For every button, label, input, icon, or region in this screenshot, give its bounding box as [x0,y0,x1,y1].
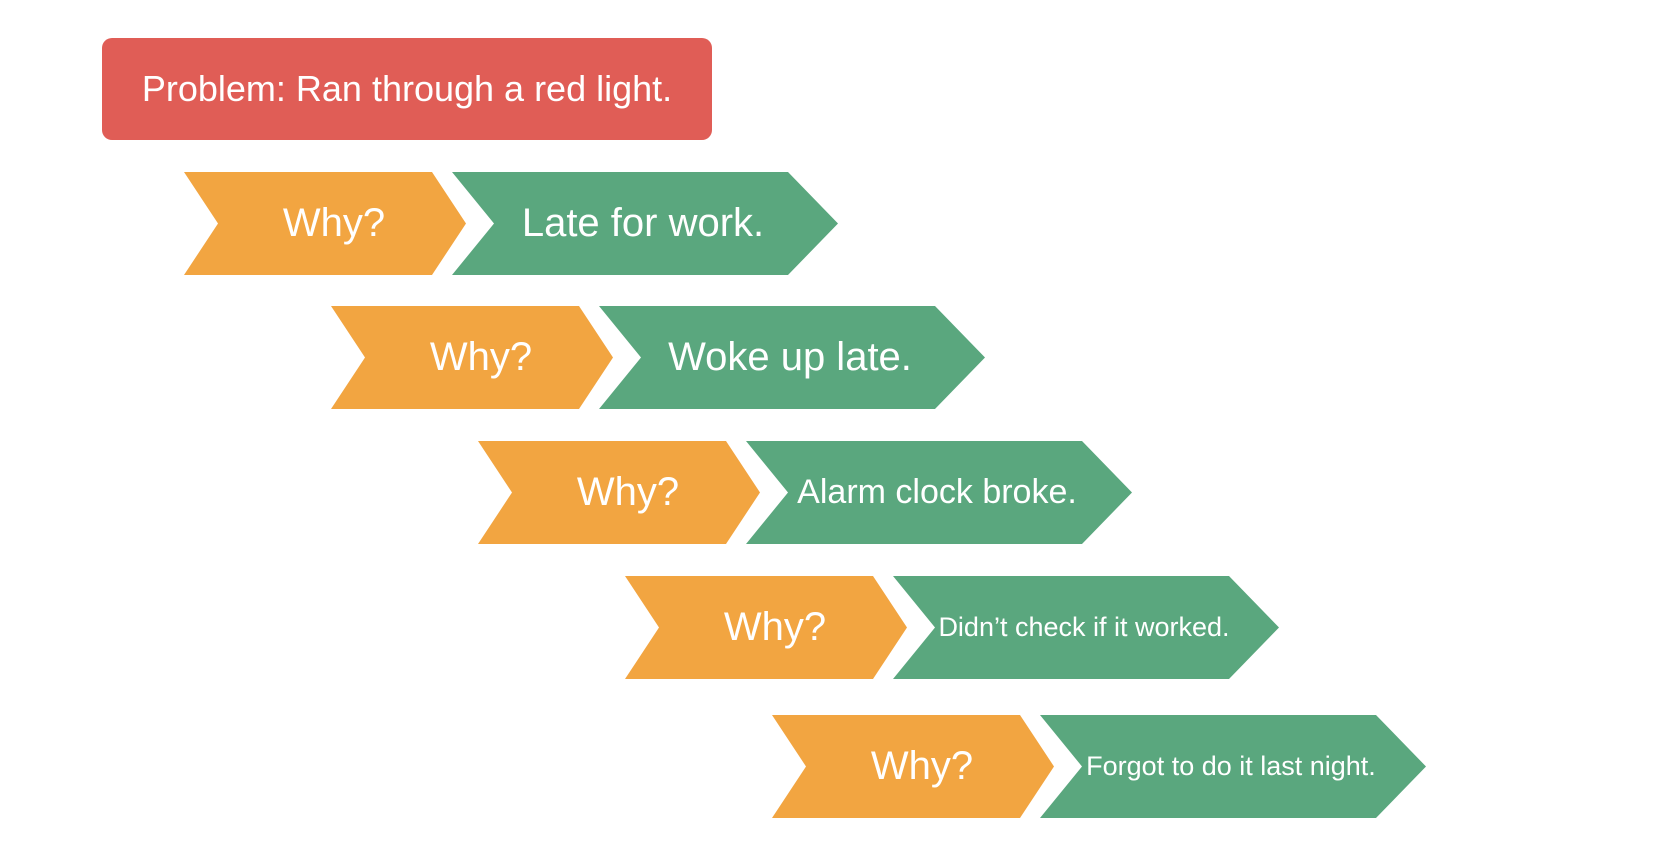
why-chevron-1: Why? [184,172,466,275]
why-label-3: Why? [576,470,680,514]
problem-box: Problem: Ran through a red light. [102,38,712,140]
answer-label-1: Late for work. [521,201,765,245]
why-step-1: Why? Late for work. [184,172,844,275]
why-step-4: Why? Didn’t check if it worked. [625,576,1285,679]
answer-chevron-5: Forgot to do it last night. [1040,715,1426,818]
answer-chevron-1: Late for work. [452,172,838,275]
why-label-4: Why? [723,605,827,649]
why-label-5: Why? [870,744,974,788]
why-label-2: Why? [429,335,533,379]
answer-label-5: Forgot to do it last night. [1086,751,1376,781]
answer-chevron-2: Woke up late. [599,306,985,409]
why-chevron-5: Why? [772,715,1054,818]
answer-chevron-4: Didn’t check if it worked. [893,576,1279,679]
why-step-2: Why? Woke up late. [331,306,991,409]
answer-label-2: Woke up late. [668,335,912,379]
answer-label-4: Didn’t check if it worked. [938,612,1230,642]
why-chevron-2: Why? [331,306,613,409]
why-chevron-4: Why? [625,576,907,679]
problem-label: Problem: Ran through a red light. [141,68,673,109]
why-chevron-3: Why? [478,441,760,544]
why-label-1: Why? [282,201,386,245]
answer-label-3: Alarm clock broke. [797,473,1077,511]
why-step-5: Why? Forgot to do it last night. [772,715,1432,818]
answer-chevron-3: Alarm clock broke. [746,441,1132,544]
why-step-3: Why? Alarm clock broke. [478,441,1138,544]
